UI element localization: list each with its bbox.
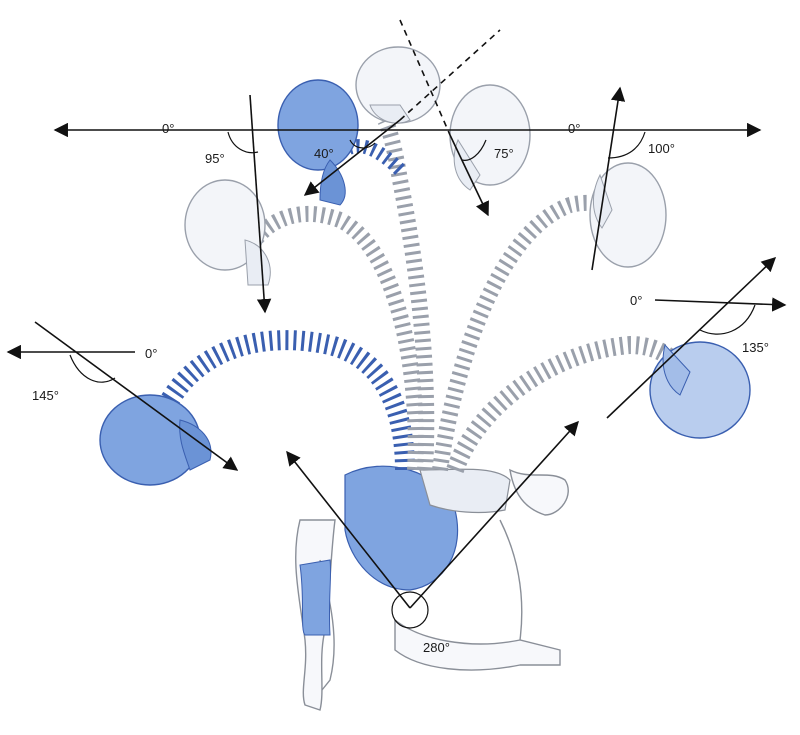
label-top-left-zero: 0° (162, 121, 174, 136)
label-40: 40° (314, 146, 334, 161)
label-135: 135° (742, 340, 769, 355)
spine-right (446, 335, 689, 474)
arc-145 (69, 354, 116, 383)
reference-lines (6, 19, 787, 609)
arrow-280-right (409, 420, 579, 609)
arrow-75 (449, 134, 489, 217)
spine-center (377, 116, 435, 471)
skull-far-right-icon (649, 341, 751, 439)
label-95: 95° (205, 151, 225, 166)
mid-right-zero-line (654, 297, 787, 312)
skull-top-grey-icon (355, 46, 441, 124)
arrow-145 (34, 321, 239, 471)
skull-top-right-icon (449, 84, 531, 191)
arrow-100 (591, 86, 626, 271)
arc-40 (349, 139, 376, 149)
arrow-280-left (286, 450, 411, 609)
label-100: 100° (648, 141, 675, 156)
spine-left-blue (161, 330, 415, 471)
torso-highlight (299, 465, 511, 636)
arc-100 (607, 131, 646, 159)
label-280: 280° (423, 640, 450, 655)
skulls (99, 46, 751, 486)
angle-arcs (69, 131, 756, 629)
arrow-135 (606, 257, 777, 419)
spine-upper-right (432, 194, 619, 472)
arc-95 (227, 131, 259, 154)
spine-upper-left (248, 205, 424, 471)
spine-curves (161, 116, 689, 474)
angle-labels: 0° 0° 95° 40° 75° 100° 0° 145° 0° 135° 2… (32, 121, 769, 655)
arc-135 (699, 304, 756, 335)
arrow-95 (249, 94, 272, 314)
skull-upper-left-icon (184, 179, 271, 286)
arrow-40 (303, 119, 401, 196)
arc-280 (391, 591, 429, 629)
label-mid-left-zero: 0° (145, 346, 157, 361)
label-top-right-zero: 0° (568, 121, 580, 136)
label-145: 145° (32, 388, 59, 403)
dashed-40 (399, 29, 501, 121)
skull-top-blue-icon (277, 79, 359, 206)
arc-75 (461, 139, 487, 161)
skull-left-blue-icon (99, 394, 212, 486)
label-mid-right-zero: 0° (630, 293, 642, 308)
label-75: 75° (494, 146, 514, 161)
skull-right-icon (589, 162, 667, 268)
dashed-75 (399, 19, 451, 136)
